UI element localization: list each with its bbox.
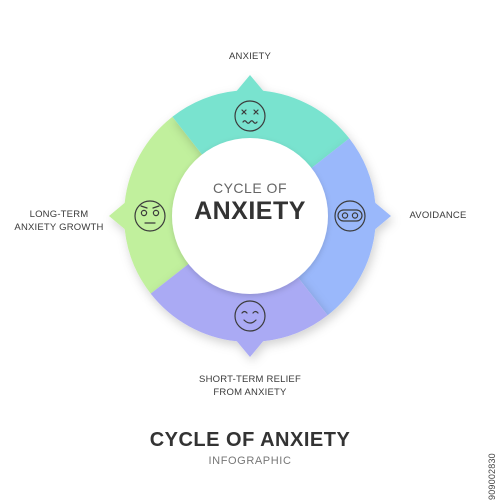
label-short-term-relief-line-1: FROM ANXIETY: [213, 387, 287, 398]
center-title: ANXIETY: [194, 197, 306, 225]
label-long-term-growth-line-1: ANXIETY GROWTH: [14, 222, 104, 233]
label-short-term-relief-line-0: SHORT-TERM RELIEF: [199, 374, 301, 385]
confused-face-icon: [134, 200, 166, 232]
label-long-term-growth: LONG-TERM ANXIETY GROWTH: [4, 208, 114, 234]
label-long-term-growth-line-0: LONG-TERM: [29, 209, 89, 220]
stock-id-watermark: 909002830: [487, 453, 497, 500]
dizzy-face-icon: [234, 100, 266, 132]
masked-face-icon: [334, 200, 366, 232]
center-disc: [172, 138, 328, 294]
center-subtitle: CYCLE OF: [212, 180, 287, 196]
center-label: CYCLE OF ANXIETY: [170, 180, 330, 226]
label-avoidance: AVOIDANCE: [398, 209, 478, 222]
label-avoidance-line-0: AVOIDANCE: [409, 210, 467, 221]
footer-title: CYCLE OF ANXIETY: [149, 429, 351, 451]
label-short-term-relief: SHORT-TERM RELIEF FROM ANXIETY: [180, 373, 320, 399]
footer-subtitle: INFOGRAPHIC: [208, 455, 292, 467]
smiling-face-icon: [234, 300, 266, 332]
label-anxiety: ANXIETY: [200, 50, 300, 63]
label-anxiety-line-0: ANXIETY: [228, 51, 272, 62]
